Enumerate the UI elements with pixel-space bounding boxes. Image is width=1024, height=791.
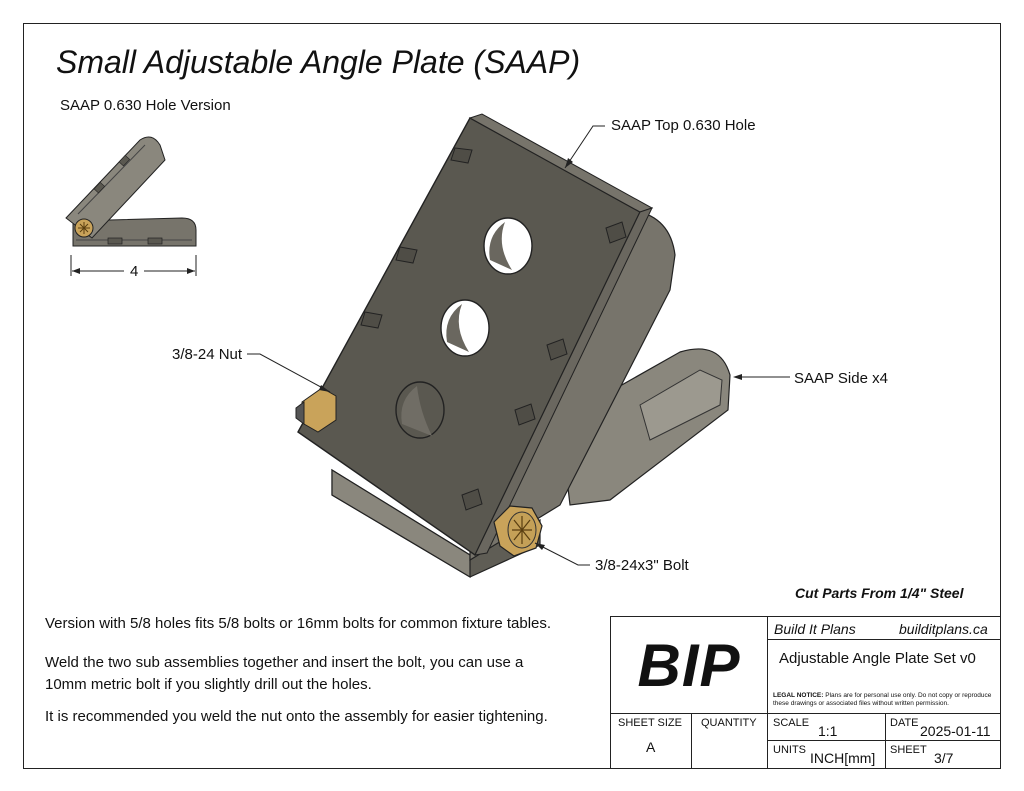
date-value: 2025-01-11	[920, 723, 991, 739]
callout-nut: 3/8-24 Nut	[172, 346, 243, 363]
legal-notice: LEGAL NOTICE: Plans are for personal use…	[773, 692, 998, 708]
legal-text: Plans are for personal use only. Do not …	[773, 692, 992, 707]
callout-bolt: 3/8-24x3" Bolt	[595, 557, 689, 574]
bip-logo: BIP	[637, 632, 741, 699]
dimension-label: 4	[128, 263, 141, 280]
sheet-size-label: SHEET SIZE	[618, 717, 682, 729]
leader-lines	[247, 125, 790, 566]
units-cell: UNITS INCH[mm]	[767, 740, 886, 769]
quantity-label: QUANTITY	[701, 717, 757, 729]
version-label: SAAP 0.630 Hole Version	[60, 97, 231, 114]
units-value: INCH[mm]	[810, 750, 876, 766]
units-label: UNITS	[773, 744, 806, 756]
sheet-label: SHEET	[890, 744, 927, 756]
drawing-title: Small Adjustable Angle Plate (SAAP)	[56, 44, 581, 80]
company-name: Build It Plans	[774, 621, 856, 637]
callout-side-plate: SAAP Side x4	[794, 370, 888, 387]
note-1: Version with 5/8 holes fits 5/8 bolts or…	[45, 615, 552, 632]
scale-label: SCALE	[773, 717, 810, 729]
sheet-size-cell: SHEET SIZE A	[610, 713, 692, 769]
main-assembly-view	[295, 113, 731, 579]
logo-cell: BIP	[610, 616, 768, 714]
drawing-title-cell: Adjustable Angle Plate Set v0 LEGAL NOTI…	[767, 639, 1001, 714]
legal-label: LEGAL NOTICE:	[773, 692, 824, 699]
scale-cell: SCALE 1:1	[767, 713, 886, 741]
drawing-border	[23, 23, 1001, 769]
callout-top-plate: SAAP Top 0.630 Hole	[611, 117, 756, 134]
note-2: Weld the two sub assemblies together and…	[45, 654, 524, 693]
sheet-size-value: A	[646, 739, 656, 755]
thumbnail-view	[65, 136, 197, 276]
sheet-value: 3/7	[934, 750, 954, 766]
date-cell: DATE 2025-01-11	[885, 713, 1001, 741]
material-note: Cut Parts From 1/4" Steel	[795, 585, 964, 601]
scale-value: 1:1	[818, 723, 838, 739]
quantity-cell: QUANTITY	[691, 713, 768, 769]
drawing-name: Adjustable Angle Plate Set v0	[779, 650, 976, 667]
date-label: DATE	[890, 717, 919, 729]
company-website: builditplans.ca	[899, 621, 988, 637]
sheet-number-cell: SHEET 3/7	[885, 740, 1001, 769]
note-3: It is recommended you weld the nut onto …	[45, 708, 548, 725]
company-cell: Build It Plans builditplans.ca	[767, 616, 1001, 640]
